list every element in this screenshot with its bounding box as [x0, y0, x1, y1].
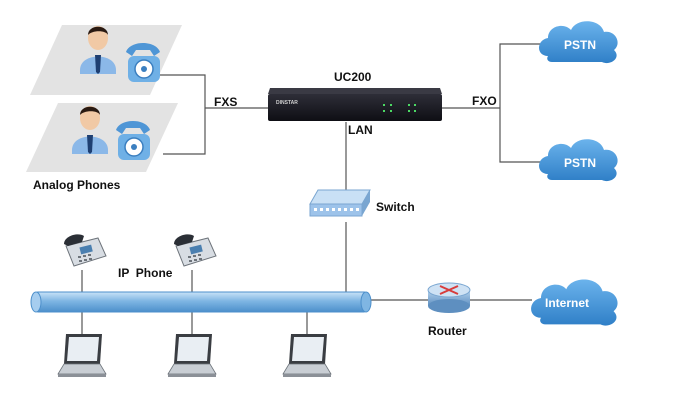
lan-bus-pipe	[30, 291, 372, 313]
analog-phones-label: Analog Phones	[33, 178, 121, 192]
internet-label: Internet	[545, 296, 590, 310]
switch-icon	[309, 189, 371, 217]
ip-phone-label: IP Phone	[118, 266, 173, 280]
analog-phone-panel-top	[30, 25, 182, 95]
status-leds	[383, 104, 416, 112]
person-icon	[72, 106, 108, 154]
ip-phone-icon	[174, 234, 217, 267]
fxo-line-branch	[499, 43, 545, 163]
laptop-icon	[282, 334, 332, 377]
fxs-label: FXS	[214, 95, 238, 109]
analog-phone-panel-bottom	[26, 103, 178, 172]
device-label: UC200	[334, 70, 372, 84]
laptop-icon	[57, 334, 107, 377]
analog-telephone-icon	[126, 43, 160, 82]
switch-label: Switch	[376, 200, 415, 214]
pstn-top-label: PSTN	[564, 38, 597, 52]
ip-phone-icon	[64, 234, 107, 267]
lan-label: LAN	[348, 123, 373, 137]
device-brand-text: DINSTAR	[276, 100, 298, 106]
router-icon	[427, 282, 471, 313]
pstn-bottom-label: PSTN	[564, 156, 597, 170]
router-label: Router	[428, 324, 467, 338]
fxs-line-top	[160, 74, 206, 155]
person-icon	[80, 26, 116, 74]
laptop-icon	[167, 334, 217, 377]
connection-lines	[81, 43, 545, 336]
uc200-device: DINSTAR	[268, 88, 442, 121]
fxo-label: FXO	[472, 94, 497, 108]
analog-telephone-icon	[116, 121, 150, 160]
